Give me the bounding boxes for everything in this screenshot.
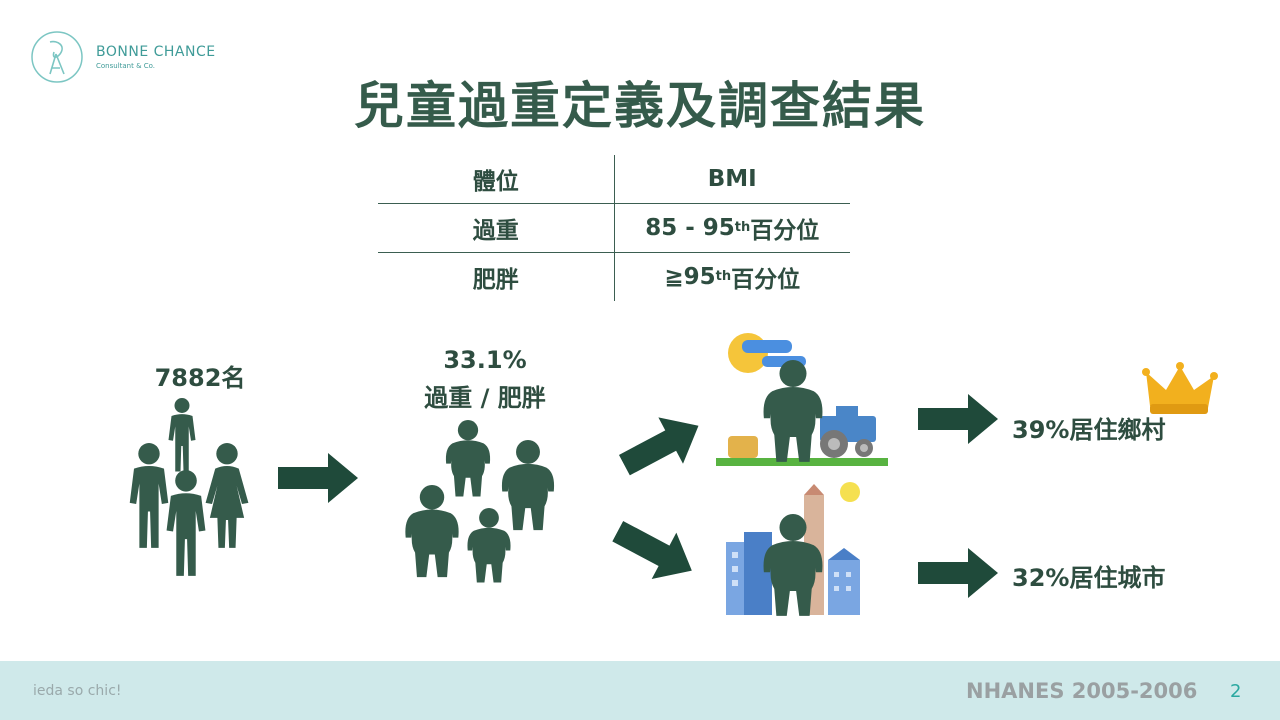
brand-name: BONNE CHANCE: [96, 44, 216, 60]
table-cell-label: 過重: [472, 218, 519, 244]
overweight-percent-label: 33.1%: [443, 346, 527, 374]
overweight-group-label: 過重 / 肥胖: [424, 384, 546, 412]
value-prefix: ≧95: [664, 264, 716, 290]
infographic-artwork: [129, 333, 1218, 616]
table-header-cell: 體位: [472, 169, 519, 195]
table-header-row: 體位 BMI: [378, 155, 850, 203]
total-count-label: 7882名: [154, 364, 246, 392]
arrow-down-right-icon: [605, 508, 705, 594]
logo-icon: [31, 31, 83, 83]
rural-scene-icon: [716, 333, 888, 466]
brand-subtitle: Consultant & Co.: [96, 62, 156, 70]
overweight-group-icon: [405, 420, 555, 583]
table-cell-label: 肥胖: [472, 267, 519, 293]
arrow-up-right-icon: [612, 402, 711, 489]
urban-result-label: 32%居住城市: [1012, 564, 1166, 592]
value-suffix: 百分位: [750, 218, 820, 244]
arrow-right-icon: [918, 394, 998, 444]
brand-logo: BONNE CHANCE Consultant & Co.: [30, 30, 216, 84]
data-source: NHANES 2005-2006: [966, 679, 1198, 703]
arrow-right-icon: [918, 548, 998, 598]
value-suffix: 百分位: [731, 267, 801, 293]
table-header-cell: BMI: [613, 155, 851, 203]
arrow-right-icon: [278, 453, 358, 503]
population-group-icon: [129, 398, 249, 576]
crown-icon: [1142, 362, 1218, 414]
footer-bar: ieda so chic! NHANES 2005-2006 2: [0, 661, 1280, 720]
rural-result-label: 39%居住鄉村: [1012, 416, 1166, 444]
page-title: 兒童過重定義及調查結果: [354, 77, 926, 135]
page-number: 2: [1230, 681, 1242, 702]
urban-scene-icon: [726, 482, 860, 616]
brand-tagline: ieda so chic!: [33, 683, 122, 699]
value-prefix: 85 - 95: [645, 215, 735, 241]
